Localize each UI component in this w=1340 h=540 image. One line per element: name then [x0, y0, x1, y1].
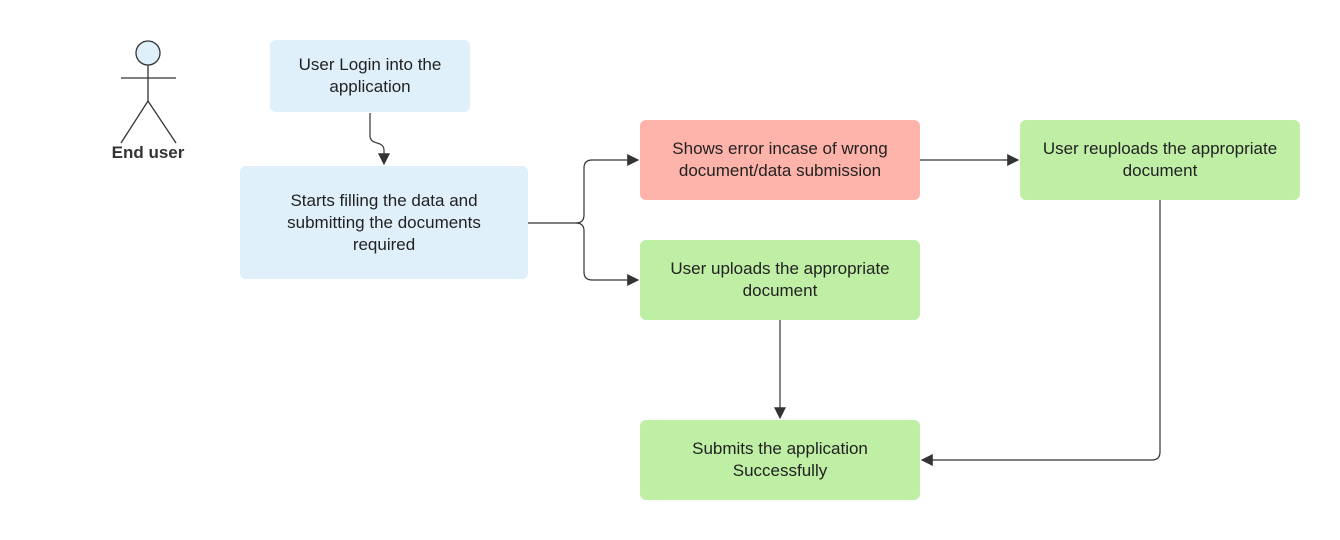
node-user-reuploads-label: User reuploads the appropriate document — [1042, 139, 1278, 180]
edge-reupload-to-submit — [920, 200, 1161, 466]
node-submits-application[interactable]: Submits the application Successfully — [640, 420, 920, 500]
edge-login-to-filling — [369, 113, 390, 166]
edge-filling-to-error — [528, 154, 640, 224]
node-shows-error[interactable]: Shows error incase of wrong document/dat… — [640, 120, 920, 200]
stick-figure-icon — [120, 40, 177, 144]
node-user-reuploads[interactable]: User reuploads the appropriate document — [1020, 120, 1300, 200]
edge-filling-to-upload — [575, 222, 640, 286]
node-submits-application-label: Submits the application Successfully — [692, 439, 868, 480]
node-shows-error-label: Shows error incase of wrong document/dat… — [672, 139, 888, 180]
node-user-login[interactable]: User Login into the application — [270, 40, 470, 112]
node-user-uploads-label: User uploads the appropriate document — [670, 259, 890, 300]
node-filling-data-label: Starts filling the data and submitting t… — [287, 190, 481, 254]
node-filling-data[interactable]: Starts filling the data and submitting t… — [240, 166, 528, 279]
node-user-uploads[interactable]: User uploads the appropriate document — [640, 240, 920, 320]
node-user-login-label: User Login into the application — [298, 55, 442, 96]
actor-label: End user — [111, 143, 185, 162]
